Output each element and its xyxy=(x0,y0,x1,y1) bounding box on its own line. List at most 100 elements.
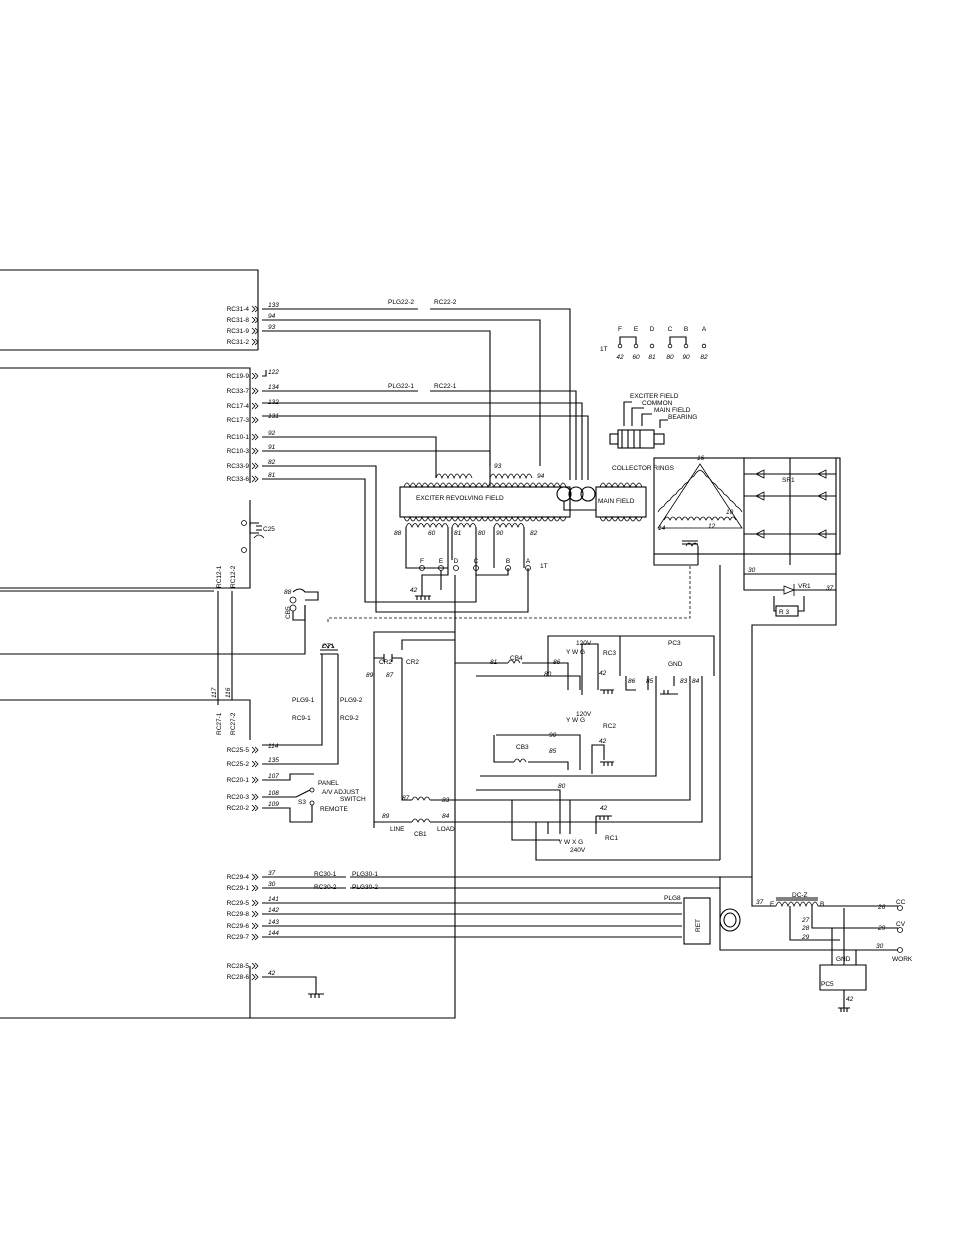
label-cb4: CB4 xyxy=(510,655,523,662)
connector-chevron xyxy=(251,338,259,346)
label-cb5: CB5 xyxy=(285,606,292,619)
label-w80: 80 xyxy=(558,783,566,790)
terminal-row-1t-label: 1T xyxy=(540,563,548,570)
label-w16: 16 xyxy=(697,455,705,462)
wire-number: 132 xyxy=(268,399,279,406)
connector-chevron xyxy=(251,387,259,395)
wire-number: 133 xyxy=(268,302,279,309)
terminal-letter: B xyxy=(684,326,688,333)
connector-chevron xyxy=(251,899,259,907)
label-gnd: GND xyxy=(836,956,851,963)
label-w89: 89 xyxy=(366,672,374,679)
label-w87: 87 xyxy=(402,795,410,802)
label-w80: 80 xyxy=(478,530,486,537)
label-w90: 90 xyxy=(496,530,504,537)
wire-number: 134 xyxy=(268,384,279,391)
terminal-row-letter: D xyxy=(454,558,459,565)
label-common: COMMON xyxy=(642,400,673,407)
label-s3: S3 xyxy=(298,799,306,806)
label-b: B xyxy=(820,901,824,908)
connector-chevron xyxy=(251,933,259,941)
exciter-revolving-field xyxy=(399,473,647,569)
label-ret: RET xyxy=(695,919,702,932)
terminal-number: 82 xyxy=(700,354,708,361)
wire-number: 142 xyxy=(268,907,279,914)
connector-chevron xyxy=(251,884,259,892)
label-cr2: CR2 xyxy=(379,659,392,666)
rc-wire-runs xyxy=(262,308,589,613)
label-w117: 117 xyxy=(211,687,218,698)
sr1-bridge xyxy=(743,458,837,877)
connector-chevron xyxy=(251,462,259,470)
connector-pin-label: RC28-6 xyxy=(227,974,250,981)
label-panel: PANEL xyxy=(318,780,339,787)
connector-chevron xyxy=(251,922,259,930)
label-w30: 30 xyxy=(748,567,756,574)
wire-number: 141 xyxy=(268,896,279,903)
terminal-number: 60 xyxy=(632,354,640,361)
rc12-rc27-lines xyxy=(217,591,233,705)
label-main-field: MAIN FIELD xyxy=(598,498,635,505)
connector-chevron xyxy=(251,962,259,970)
s3-switch xyxy=(262,773,315,823)
label-rc9-1: RC9-1 xyxy=(292,715,311,722)
label-dcz: DC-Z xyxy=(792,892,808,899)
stator-delta xyxy=(653,457,841,566)
label-plg22-2: PLG22-2 xyxy=(388,299,414,306)
wire-number: 107 xyxy=(268,773,279,780)
label-bearing: BEARING xyxy=(668,414,697,421)
label-remote: REMOTE xyxy=(320,806,348,813)
connector-chevron xyxy=(251,873,259,881)
connector-chevron xyxy=(251,305,259,313)
connector-chevron xyxy=(251,804,259,812)
connector-pin-label: RC17-3 xyxy=(227,417,250,424)
label-w42: 42 xyxy=(600,805,608,812)
label-rc30-2: RC30-2 xyxy=(314,884,337,891)
label-w94: 94 xyxy=(537,473,545,480)
connector-pin-label: RC33-7 xyxy=(227,388,250,395)
label-w27: 27 xyxy=(801,917,810,924)
terminal-letter: A xyxy=(702,326,707,333)
label-rc9-2: RC9-2 xyxy=(340,715,359,722)
connector-chevron xyxy=(251,433,259,441)
label-rc12-1: RC12-1 xyxy=(216,565,223,588)
label-w14: 14 xyxy=(658,525,666,532)
label-collector-rings: COLLECTOR RINGS xyxy=(612,465,675,472)
connector-pin-label: RC31-2 xyxy=(227,339,250,346)
pc3-block xyxy=(436,565,721,860)
connector-pin-label: RC29-7 xyxy=(227,934,250,941)
label-w42: 42 xyxy=(599,738,607,745)
label-rc22-2: RC22-2 xyxy=(434,299,457,306)
label-w28: 28 xyxy=(801,925,810,932)
label-cb3: CB3 xyxy=(516,744,529,751)
label-v120b: 120V xyxy=(576,711,592,718)
label-av-adjust: A/V ADJUST xyxy=(322,789,359,796)
connector-pin-label: RC33-6 xyxy=(227,476,250,483)
label-exciter-revolving-field: EXCITER REVOLVING FIELD xyxy=(416,495,504,502)
wire-number: 135 xyxy=(268,757,279,764)
connector-chevron xyxy=(251,746,259,754)
label-ywg: Y W G xyxy=(566,649,585,656)
label-w29: 29 xyxy=(801,934,810,941)
label-load: LOAD xyxy=(437,826,455,833)
label-cb1: CB1 xyxy=(414,831,427,838)
ct1-left xyxy=(262,644,339,765)
label-rc2: RC2 xyxy=(603,723,616,730)
label-plg30-1: PLG30-1 xyxy=(352,871,378,878)
label-rc3: RC3 xyxy=(603,650,616,657)
connector-pin-label: RC29-6 xyxy=(227,923,250,930)
label-w86: 86 xyxy=(553,659,561,666)
wire-number: 81 xyxy=(268,472,276,479)
cb5 xyxy=(289,588,319,621)
label-cv: CV xyxy=(896,921,906,928)
label-vr1: VR1 xyxy=(798,583,811,590)
label-w83: 83 xyxy=(680,678,688,685)
label-w30: 30 xyxy=(876,943,884,950)
connector-pin-label: RC29-4 xyxy=(227,874,250,881)
label-rc12-2: RC12-2 xyxy=(230,565,237,588)
label-rc22-1: RC22-1 xyxy=(434,383,457,390)
label-w93: 93 xyxy=(494,463,502,470)
label-line: LINE xyxy=(390,826,405,833)
terminal-number: 42 xyxy=(616,354,624,361)
label-exciter-field: EXCITER FIELD xyxy=(630,393,679,400)
